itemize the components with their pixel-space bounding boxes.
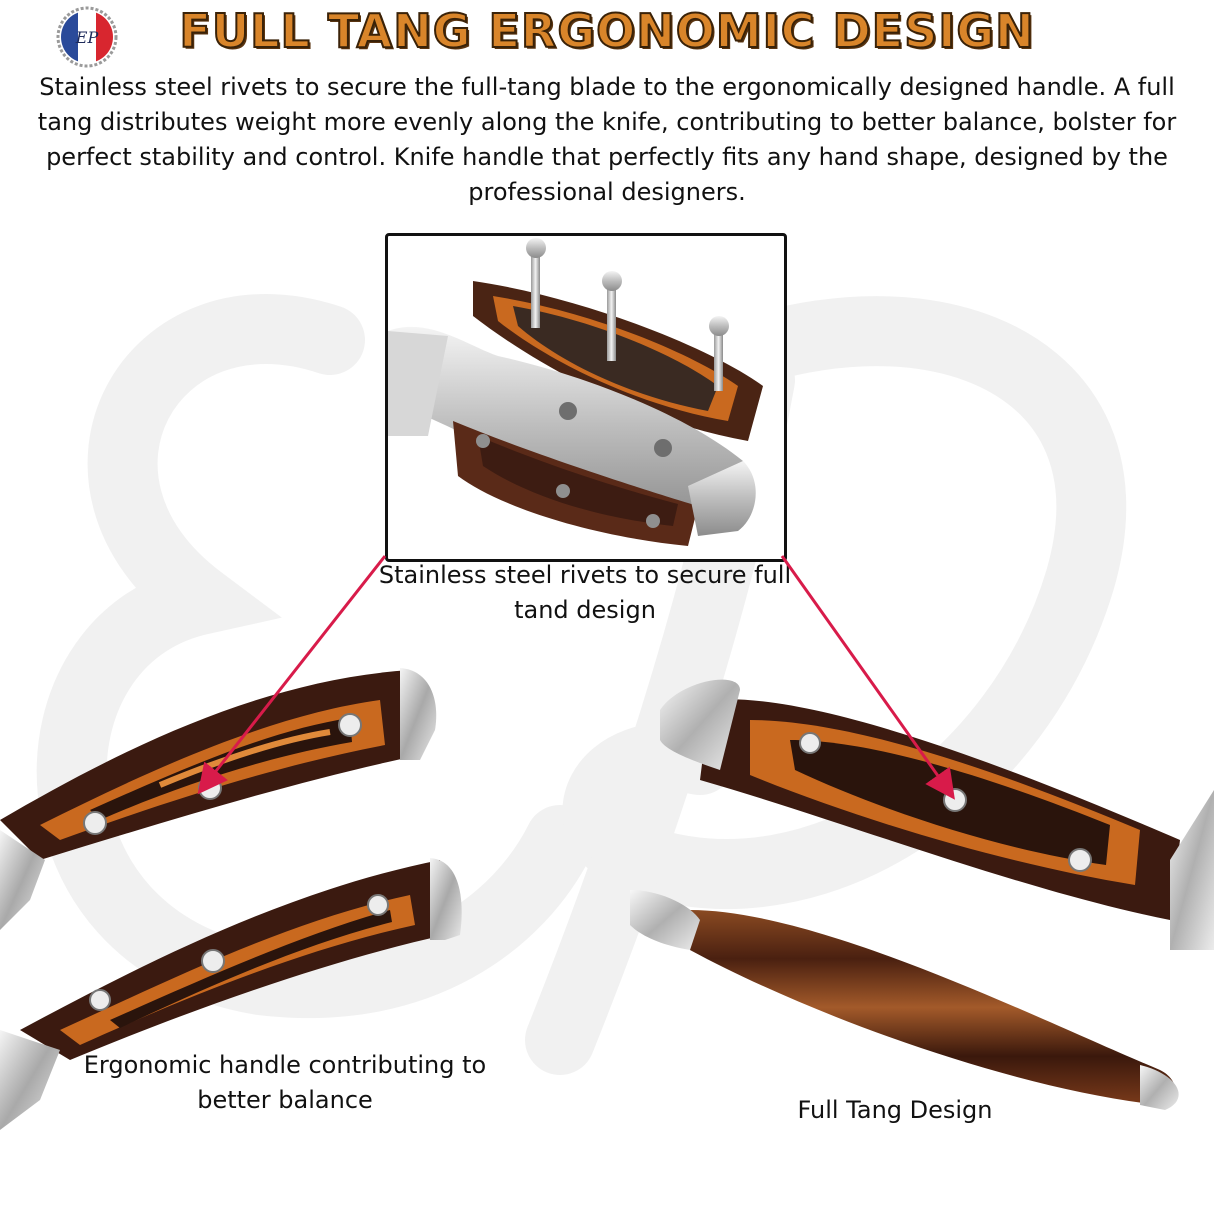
arrow-to-right-rivet bbox=[780, 555, 955, 800]
description-text: Stainless steel rivets to secure the ful… bbox=[37, 73, 1177, 206]
page-title: FULL TANG ERGONOMIC DESIGN bbox=[178, 3, 1035, 59]
full-tang-caption: Full Tang Design bbox=[797, 1096, 993, 1124]
full-tang-handles-image bbox=[630, 679, 1214, 1110]
rivets-caption: Stainless steel rivets to secure full ta… bbox=[378, 561, 792, 624]
ergonomic-caption: Ergonomic handle contributing to better … bbox=[83, 1051, 487, 1114]
arrow-to-left-rivet bbox=[197, 555, 387, 795]
logo-text: EP bbox=[75, 28, 99, 47]
rivets-closeup-image bbox=[385, 233, 787, 562]
french-flag-badge-icon: EP bbox=[56, 6, 118, 68]
